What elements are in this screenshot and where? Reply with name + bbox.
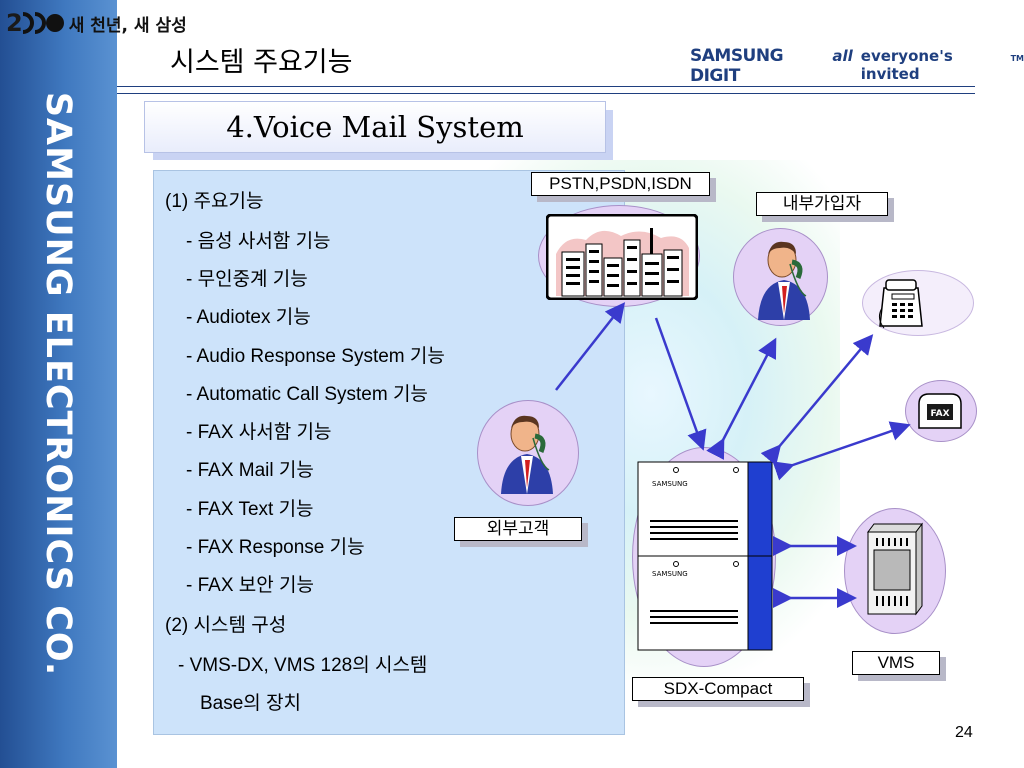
features-heading: (1) 주요기능 [165,191,264,212]
arrow-pbx-phone [760,334,874,466]
network-label: PSTN,PSDN,ISDN [531,172,710,196]
logo-circles-icon [22,12,64,34]
external-customer-person-icon [501,415,553,494]
desk-phone-icon [878,279,923,329]
header-divider-top [117,86,975,87]
brand-name: SAMSUNG DIGIT [690,46,784,86]
vms-cabinet-icon [867,522,923,616]
arrow-pbx-internal-user [706,337,777,460]
millennium-logo: 2 새 천년, 새 삼성 [6,6,187,40]
pbx-label: SDX-Compact [632,677,804,701]
samsung-digitall-brand: SAMSUNG DIGIT all everyone's invited TM [690,46,1024,86]
config-line: Base의 장치 [200,693,302,714]
brand-tm: TM [1010,54,1024,63]
fax-label: FAX [930,409,949,419]
feature-item: - 음성 사서함 기능 [186,231,331,252]
feature-item: - FAX 보안 기능 [186,575,314,596]
feature-item: - Automatic Call System 기능 [186,384,428,405]
sidebar-banner: SAMSUNG ELECTRONICS CO. [0,0,117,768]
pbx-brand-text-bottom: SAMSUNG [652,570,688,578]
section-title: 4.Voice Mail System [144,101,606,153]
arrow-pbx-fax [772,421,911,481]
arrow-network-to-pbx [654,317,707,451]
page-number: 24 [955,724,973,741]
logo-slogan: 새 천년, 새 삼성 [68,15,187,36]
city-network-icon [546,214,698,300]
brand-tagline: everyone's invited [860,47,953,83]
config-heading: (2) 시스템 구성 [165,615,287,636]
external-customer-label: 외부고객 [454,517,582,541]
internal-user-person-icon [758,241,810,320]
header-divider-bottom [117,93,975,94]
feature-item: - FAX Text 기능 [186,499,314,520]
feature-item: - FAX Response 기능 [186,537,365,558]
config-line: - VMS-DX, VMS 128의 시스템 [178,655,428,676]
page-title: 시스템 주요기능 [170,47,353,78]
vms-label: VMS [852,651,940,675]
feature-item: - FAX 사서함 기능 [186,422,332,443]
arrow-customer-to-network [555,302,626,391]
brand-name-suffix: all [832,47,853,65]
pbx-cabinet-icon: SAMSUNG SAMSUNG [637,461,773,651]
fax-machine-icon: FAX [918,393,962,429]
feature-item: - 무인중계 기능 [186,269,308,290]
feature-item: - Audiotex 기능 [186,307,311,328]
logo-number: 2 [6,9,23,37]
feature-item: - Audio Response System 기능 [186,346,445,367]
internal-user-label: 내부가입자 [756,192,888,216]
pbx-brand-text-top: SAMSUNG [652,480,688,488]
feature-item: - FAX Mail 기능 [186,460,314,481]
